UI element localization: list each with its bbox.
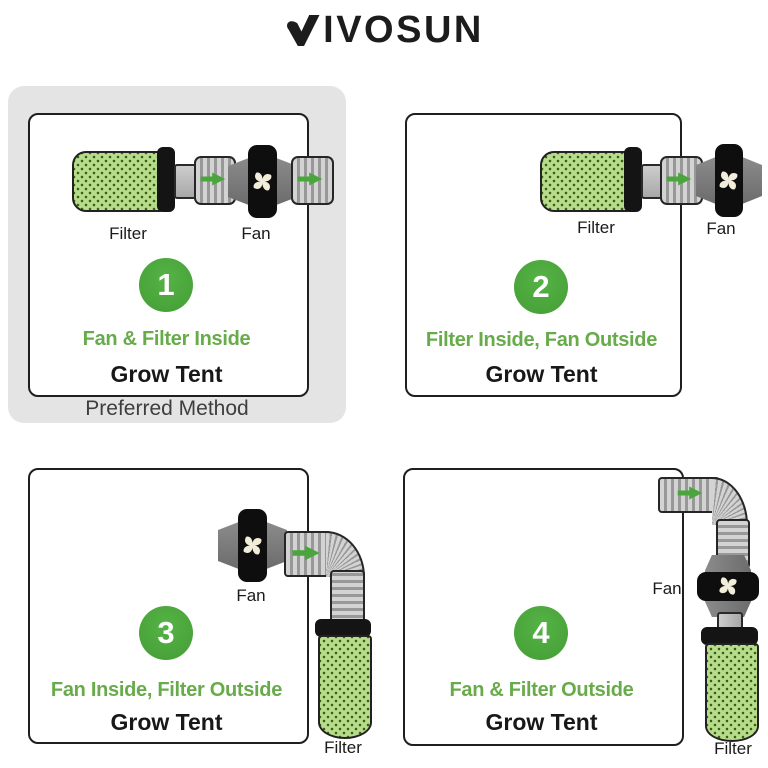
filter-label: Filter — [324, 738, 362, 757]
airflow-arrow-icon — [292, 545, 320, 561]
filter-label: Filter — [577, 218, 615, 237]
filter-label: Filter — [714, 739, 752, 758]
carbon-filter-graphic — [318, 635, 372, 739]
filter-flange — [624, 147, 642, 212]
fan-blades-icon — [719, 171, 738, 190]
airflow-arrow-icon — [297, 172, 323, 186]
inline-fan-graphic — [228, 145, 297, 218]
step-number-badge: 3 — [139, 606, 193, 660]
flex-duct-vertical — [330, 570, 365, 624]
fan-blades-icon — [243, 536, 262, 555]
step-number-badge: 4 — [514, 606, 568, 660]
airflow-arrow-icon — [666, 172, 692, 186]
filter-flange — [157, 147, 175, 212]
grow-tent-label: Grow Tent — [485, 709, 598, 735]
airflow-arrow-icon — [200, 172, 226, 186]
panel-headline: Fan Inside, Filter Outside — [50, 679, 283, 701]
fan-label: Fan — [236, 586, 266, 605]
duct-elbow — [712, 477, 748, 525]
vivosun-logo: IVOSUN — [0, 8, 768, 52]
inline-fan-graphic — [697, 555, 759, 617]
carbon-filter-graphic — [705, 643, 759, 742]
carbon-filter-graphic — [72, 151, 164, 212]
carbon-filter-graphic — [540, 151, 631, 212]
fan-blades-icon — [719, 577, 737, 595]
step-number-badge: 2 — [514, 260, 568, 314]
inline-fan-graphic — [218, 509, 287, 582]
grow-tent-label: Grow Tent — [110, 709, 223, 735]
step-number-badge: 1 — [139, 258, 193, 312]
panel-headline: Filter Inside, Fan Outside — [425, 329, 658, 351]
fan-label: Fan — [706, 219, 736, 238]
grow-tent-label: Grow Tent — [110, 361, 223, 387]
panel-headline: Fan & Filter Outside — [449, 679, 634, 701]
vivosun-v-glyph — [287, 14, 320, 46]
inline-fan-graphic — [696, 144, 762, 217]
airflow-arrow-icon — [677, 486, 703, 500]
filter-label: Filter — [109, 224, 147, 243]
fan-label: Fan — [652, 579, 682, 598]
vivosun-logo-text: IVOSUN — [323, 9, 484, 51]
filter-flange — [701, 627, 758, 645]
grow-tent-label: Grow Tent — [485, 361, 598, 387]
preferred-method-caption: Preferred Method — [85, 397, 249, 420]
filter-flange — [315, 619, 371, 637]
panel-headline: Fan & Filter Inside — [82, 328, 251, 350]
fan-blades-icon — [253, 172, 272, 191]
fan-label: Fan — [241, 224, 271, 243]
